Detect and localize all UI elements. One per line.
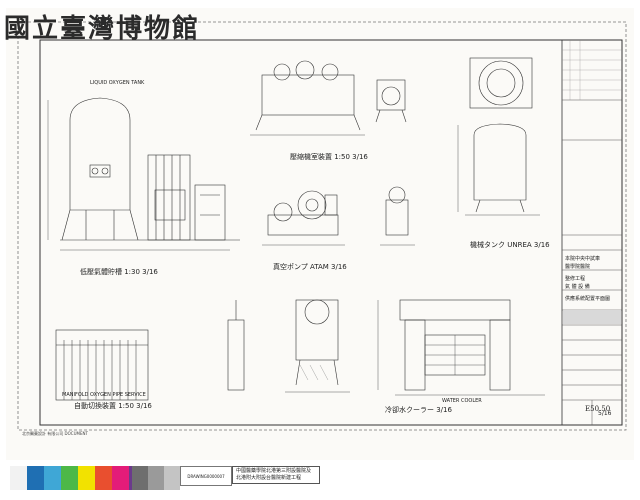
grey-swatch-0 <box>132 466 148 490</box>
title-block-line-2: 醫學院醫院 <box>565 264 591 270</box>
sheet-number: E50.50 <box>585 405 611 413</box>
title-block-line-1: 本院中央中試車 <box>565 256 601 262</box>
label-tank-elevation: 機械タンク UNREA 3/16 <box>470 241 550 249</box>
grey-calibration-bar <box>132 466 180 490</box>
barcode-label: DRAWING0000007 <box>180 466 232 486</box>
label-compressor-plant: 壓縮機室裝置 1:50 3/16 <box>290 153 368 161</box>
color-swatch-1 <box>27 466 44 490</box>
grey-swatch-1 <box>148 466 164 490</box>
label-water-cooler: WATER COOLER <box>442 398 482 404</box>
color-swatch-5 <box>95 466 112 490</box>
archive-label-line-2: 北港附大附設台醫院新建工程 <box>236 475 302 481</box>
label-manifold-cn: 自動切換裝置 1:50 3/16 <box>74 402 152 410</box>
color-swatch-3 <box>61 466 78 490</box>
label-manifold: MANIFOLD OXYGEN PIPE SERVICE <box>62 392 146 398</box>
label-liquid-oxygen-tank: LIQUID OXYGEN TANK <box>90 80 145 86</box>
title-block-line-4: 氣 體 設 備 <box>565 284 590 290</box>
color-swatch-4 <box>78 466 95 490</box>
grey-swatch-2 <box>164 466 180 490</box>
drawing-footnote: 北京醫藥設計 有限公司 DOCUMENT <box>22 431 88 436</box>
label-vacuum-pump: 真空ポンプ ATAM 3/16 <box>273 263 347 271</box>
color-swatch-6 <box>112 466 129 490</box>
title-block-line-5: 供應系統配置平面圖 <box>565 296 611 302</box>
sheet-fraction: 5/16 <box>598 410 612 417</box>
label-water-cooler-cn: 冷卻水クーラー 3/16 <box>385 406 452 414</box>
museum-watermark: 國立臺灣博物館 <box>4 14 201 44</box>
archive-label-line-1: 中國醫藥學院北港第三附設醫院及 <box>236 468 312 474</box>
archive-label: 中國醫藥學院北港第三附設醫院及 北港附大附設台醫院新建工程 <box>232 466 320 484</box>
color-swatch-0 <box>10 466 27 490</box>
title-block-line-3: 整修工程 <box>565 276 586 282</box>
color-swatch-2 <box>44 466 61 490</box>
label-gas-panel: 低壓氣體貯槽 1:30 3/16 <box>80 268 158 276</box>
